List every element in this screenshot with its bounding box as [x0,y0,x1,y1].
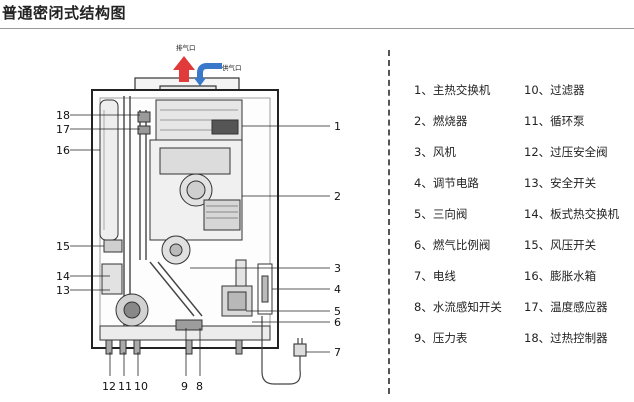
legend-item: 16、膨胀水箱 [524,269,597,283]
air-pressure-switch [103,239,123,253]
control-board [257,263,273,315]
legend-item: 6、燃气比例阀 [414,238,491,252]
power-cable [261,316,307,385]
callout-14: 14 [56,270,70,283]
fan [161,235,191,265]
callout-2: 2 [334,190,341,203]
overheat-controller [137,111,151,135]
legend-item: 9、压力表 [414,331,468,345]
legend-item: 10、过滤器 [524,83,585,97]
gas-valve [221,259,253,317]
callout-11: 11 [118,380,132,393]
callout-7: 7 [334,346,341,359]
intake-arrow-icon [194,63,222,86]
legend-item: 14、板式热交换机 [524,207,620,221]
callout-9: 9 [181,380,188,393]
expansion-tank [99,99,119,241]
callout-15: 15 [56,240,70,253]
left-pipes [123,96,147,330]
legend-item: 11、循环泵 [524,114,585,128]
legend-item: 2、燃烧器 [414,114,468,128]
title-divider [0,28,634,29]
callout-13: 13 [56,284,70,297]
callout-1: 1 [334,120,341,133]
legend-item: 17、温度感应器 [524,300,608,314]
callout-8: 8 [196,380,203,393]
legend-item: 13、安全开关 [524,176,597,190]
main-heat-exchanger [155,99,243,141]
callout-17: 17 [56,123,70,136]
circulation-pump [101,263,149,327]
legend-item: 18、过热控制器 [524,331,608,345]
callout-5: 5 [334,305,341,318]
dashed-divider [388,50,390,394]
page-title: 普通密闭式结构图 [2,4,127,22]
callout-4: 4 [334,283,341,296]
legend-item: 1、主热交换机 [414,83,491,97]
legend-item: 3、风机 [414,145,456,159]
intake-port-label: 供气口 [222,63,242,72]
diagonal-pipe [149,261,203,317]
leader-lines [70,114,330,376]
callout-10: 10 [134,380,148,393]
callout-18: 18 [56,109,70,122]
callout-16: 16 [56,144,70,157]
legend-item: 8、水流感知开关 [414,300,502,314]
bottom-manifold [99,319,271,355]
callout-12: 12 [102,380,116,393]
exhaust-port-label: 排气口 [176,43,196,52]
combustion-chamber [149,139,243,241]
callout-6: 6 [334,316,341,329]
legend-item: 4、调节电路 [414,176,479,190]
legend-item: 7、电线 [414,269,456,283]
callout-3: 3 [334,262,341,275]
legend-item: 5、三向阀 [414,207,468,221]
legend-item: 15、风压开关 [524,238,597,252]
legend-item: 12、过压安全阀 [524,145,608,159]
exhaust-arrow-icon [173,56,195,82]
